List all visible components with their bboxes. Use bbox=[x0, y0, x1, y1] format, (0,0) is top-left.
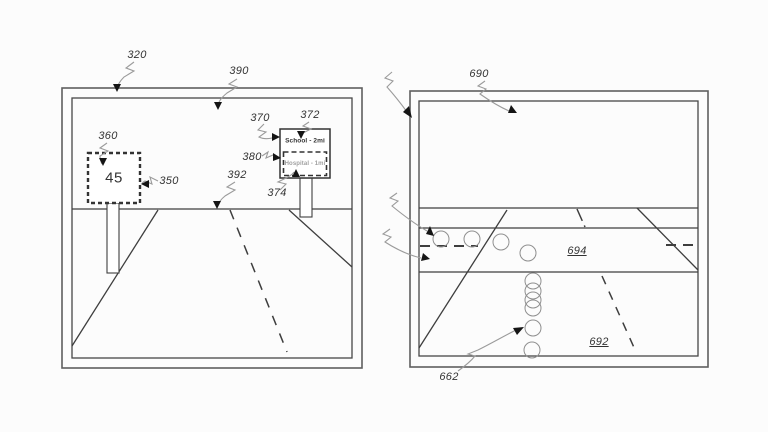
info-sign-line1: School - 2mi bbox=[285, 137, 325, 145]
leader-350 bbox=[141, 175, 159, 188]
arrowhead-662 bbox=[513, 327, 524, 335]
arrowhead-372 bbox=[297, 131, 305, 139]
ref-label-372: 372 bbox=[300, 109, 320, 121]
speed-limit-value: 45 bbox=[105, 169, 123, 187]
arrowhead-370 bbox=[272, 133, 280, 141]
arrowhead-690 bbox=[508, 105, 517, 113]
arrowhead-374 bbox=[292, 169, 300, 177]
right-road-edge-left bbox=[418, 209, 508, 349]
ref-label-692: 692 bbox=[589, 336, 609, 348]
ref-label-320: 320 bbox=[127, 49, 147, 61]
leader-372 bbox=[297, 121, 313, 139]
leader-380 bbox=[261, 150, 281, 161]
ref-label-690: 690 bbox=[469, 68, 489, 80]
ref-label-390: 390 bbox=[229, 65, 249, 77]
right-lane-divider-lower-dashed bbox=[601, 275, 637, 353]
arrowhead-band-upper bbox=[426, 226, 434, 236]
ref-label-662: 662 bbox=[439, 371, 459, 383]
left-lane-divider-dashed bbox=[229, 209, 288, 353]
arrowhead-320 bbox=[113, 84, 121, 92]
arrowhead-392 bbox=[213, 201, 221, 209]
leader-band-upper-unlabeled bbox=[388, 192, 434, 236]
leader-374 bbox=[276, 169, 300, 191]
arrowhead-350 bbox=[141, 180, 149, 188]
left-panel-screen bbox=[71, 97, 353, 359]
leader-frame-unlabeled bbox=[383, 71, 412, 118]
left-road-edge-right bbox=[288, 209, 353, 268]
arrowhead-380 bbox=[273, 153, 281, 161]
arrowhead-frame bbox=[403, 106, 412, 118]
leader-band-lower-unlabeled bbox=[381, 228, 430, 261]
left-panel-outer-frame bbox=[61, 87, 363, 369]
right-panel-outer-frame bbox=[409, 90, 709, 368]
leader-392 bbox=[213, 181, 237, 209]
leader-370 bbox=[256, 123, 280, 141]
ref-label-350: 350 bbox=[159, 175, 179, 187]
speed-limit-sign bbox=[86, 151, 142, 205]
left-display-panel bbox=[61, 61, 363, 369]
ref-label-380: 380 bbox=[242, 151, 262, 163]
leader-320 bbox=[113, 61, 136, 92]
info-sign-line2-faded: Hospital - 1mi bbox=[284, 161, 326, 167]
arrowhead-360 bbox=[99, 158, 107, 166]
arrowhead-390 bbox=[214, 102, 222, 110]
leader-690 bbox=[476, 80, 517, 113]
ref-label-392: 392 bbox=[227, 169, 247, 181]
leader-360 bbox=[98, 142, 110, 166]
leader-662 bbox=[457, 327, 524, 372]
leader-390 bbox=[214, 78, 239, 110]
right-display-panel bbox=[381, 71, 709, 372]
ref-label-374: 374 bbox=[267, 187, 287, 199]
bubble-trail bbox=[432, 230, 542, 359]
ref-label-360: 360 bbox=[98, 130, 118, 142]
info-sign-faded-region bbox=[282, 151, 328, 177]
arrowhead-band-lower bbox=[421, 253, 430, 261]
ref-label-694: 694 bbox=[567, 245, 587, 257]
right-road-edge-right bbox=[636, 207, 699, 271]
info-sign bbox=[279, 128, 331, 179]
left-road-edge-left bbox=[71, 209, 159, 347]
right-lane-divider-upper-dash bbox=[576, 208, 586, 228]
ref-label-370: 370 bbox=[250, 112, 270, 124]
